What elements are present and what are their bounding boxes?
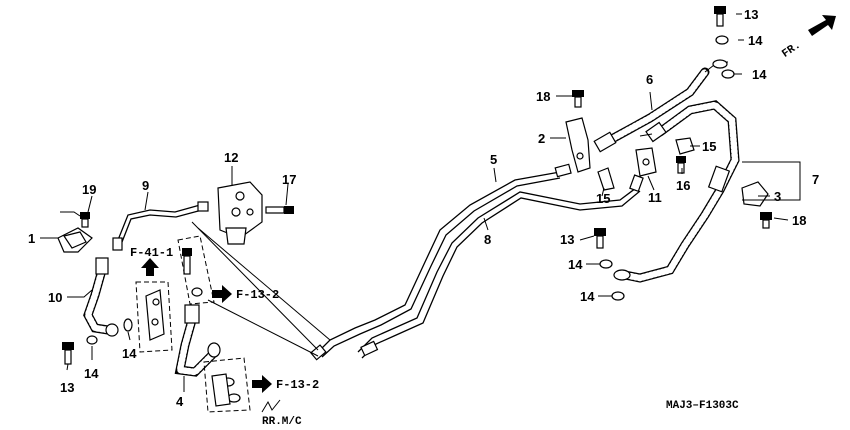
guide-line [207, 299, 319, 357]
detail-box-lower [203, 357, 251, 413]
washer-14 [721, 69, 735, 79]
bolt-17[interactable] [265, 206, 294, 214]
callout-3: 3 [774, 189, 781, 204]
callout-18: 18 [536, 89, 550, 104]
callout-14: 14 [580, 289, 595, 304]
washer-14 [123, 318, 133, 332]
pipe-fitting [554, 163, 572, 178]
callout-17: 17 [282, 172, 296, 187]
guide-line [191, 221, 319, 351]
arrow-right-icon [252, 375, 272, 393]
callout-11: 11 [648, 190, 662, 205]
callout-5: 5 [490, 152, 497, 167]
bolt-19[interactable] [80, 212, 90, 228]
bolt-18-top[interactable] [572, 90, 584, 108]
washer-14 [715, 35, 729, 45]
bolt-13-mid[interactable] [594, 228, 606, 249]
callout-2: 2 [538, 131, 545, 146]
leader-lines [40, 13, 801, 392]
callout-8: 8 [484, 232, 491, 247]
arrow-up-icon [141, 258, 159, 276]
ref-right-1: F-13-2 [236, 288, 279, 302]
bolt-13-top[interactable] [714, 6, 726, 27]
bracket-2[interactable] [565, 117, 591, 173]
bolt-13-left[interactable] [62, 342, 74, 365]
brake-pipe-9[interactable] [112, 201, 209, 251]
callout-14: 14 [748, 33, 763, 48]
brake-hose-6[interactable] [593, 59, 728, 153]
callout-13: 13 [560, 232, 574, 247]
brake-hose-4[interactable] [174, 304, 221, 377]
callout-15: 15 [596, 191, 610, 206]
callout-4: 4 [176, 394, 184, 409]
arrow-right-icon [212, 285, 232, 303]
callout-14: 14 [84, 366, 99, 381]
banjo-detail-lower [211, 373, 231, 407]
direction-label: FR. [780, 40, 803, 61]
ref-right-2: F-13-2 [276, 378, 319, 392]
caliper-detail [145, 289, 165, 341]
bolt-16[interactable] [676, 156, 686, 174]
brake-hose-10[interactable] [83, 257, 119, 337]
callout-14: 14 [568, 257, 583, 272]
pcv-valve-12[interactable] [217, 181, 263, 245]
callout-6: 6 [646, 72, 653, 87]
washer-14 [86, 335, 98, 345]
guide-line [197, 227, 331, 341]
pipe-fitting [360, 340, 379, 357]
zigzag-break-icon [261, 399, 281, 413]
brake-pipe-5[interactable] [317, 171, 561, 358]
callout-18: 18 [792, 213, 806, 228]
callout-14: 14 [752, 67, 767, 82]
pipe-fitting [309, 344, 327, 361]
brake-hose-7[interactable] [613, 100, 740, 283]
clip-15-right[interactable] [675, 137, 695, 155]
callout-16: 16 [676, 178, 690, 193]
callout-15: 15 [702, 139, 716, 154]
front-direction-arrow-icon [808, 15, 836, 36]
brake-pipe-8[interactable] [357, 184, 641, 359]
brake-joint-11[interactable] [635, 147, 657, 177]
callout-19: 19 [82, 182, 96, 197]
callout-7: 7 [812, 172, 819, 187]
hose-clip-3[interactable] [741, 181, 769, 207]
rear-master-cylinder-label: RR.M/C [262, 416, 302, 428]
callout-12: 12 [224, 150, 238, 165]
bolt-banjo[interactable] [182, 248, 192, 275]
detail-box-upper [135, 281, 173, 353]
ref-upper: F-41-1 [130, 246, 173, 260]
callout-10: 10 [48, 290, 62, 305]
clip-15-left[interactable] [597, 167, 615, 191]
callout-9: 9 [142, 178, 149, 193]
washer-14 [611, 291, 625, 301]
washer-14 [599, 259, 613, 269]
callout-1: 1 [28, 231, 35, 246]
washer-14 [191, 287, 203, 297]
detail-box-banjo [177, 235, 215, 305]
catalog-code: MAJ3–F1303C [666, 400, 739, 412]
callout-14: 14 [122, 346, 137, 361]
hose-clamp-1[interactable] [57, 227, 93, 253]
bolt-18-right[interactable] [760, 212, 772, 229]
callout-13: 13 [744, 7, 758, 22]
pipe-fitting [629, 174, 644, 193]
callout-13: 13 [60, 380, 74, 395]
